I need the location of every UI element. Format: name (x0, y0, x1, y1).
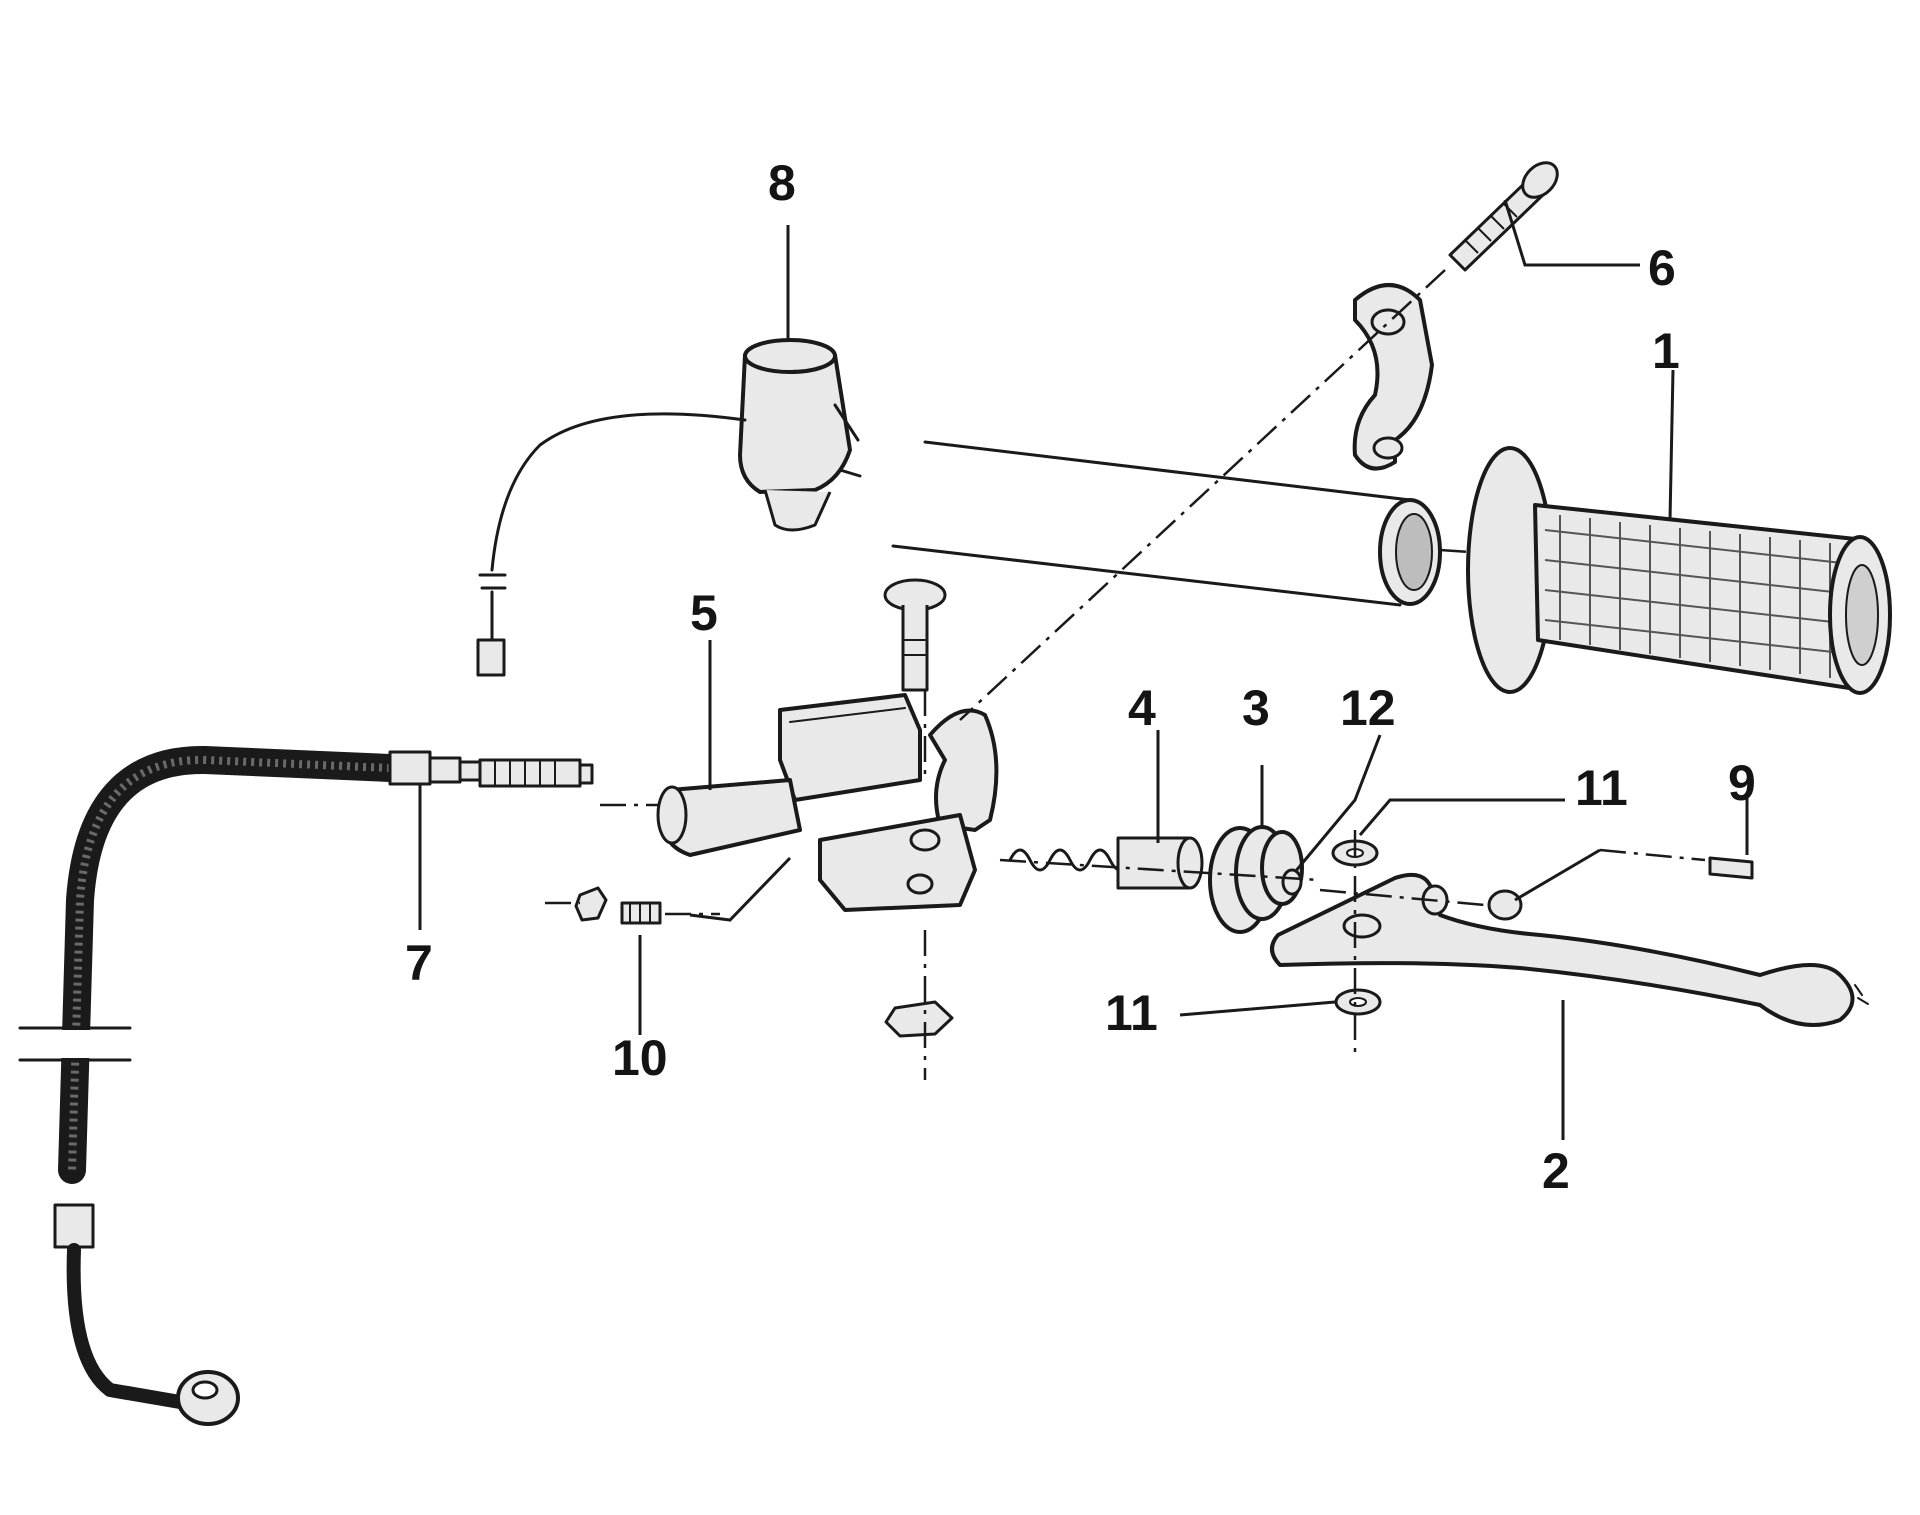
brake-hose-part (18, 745, 594, 1426)
piston-spring-part (1008, 836, 1204, 890)
handlebar-tube (891, 440, 1442, 607)
dust-boot-part (1208, 825, 1304, 934)
mount-nut-part (884, 1000, 954, 1038)
master-cylinder-part (656, 578, 999, 912)
callout-11-bottom: 11 (1105, 985, 1158, 1041)
callout-12: 12 (1340, 680, 1396, 736)
callout-2: 2 (1542, 1143, 1570, 1199)
set-screw-part (574, 886, 662, 925)
pivot-screw-part (1708, 856, 1754, 880)
callouts: 1 2 3 4 5 6 7 8 9 10 11 11 12 (405, 155, 1756, 1199)
callout-7: 7 (405, 935, 433, 991)
grip-part (1466, 446, 1892, 695)
callout-6: 6 (1648, 240, 1676, 296)
clamp-cap-part (1352, 283, 1434, 471)
callout-9: 9 (1728, 755, 1756, 811)
callout-3: 3 (1242, 680, 1270, 736)
switch-part (476, 338, 862, 677)
callout-11-top: 11 (1575, 760, 1628, 816)
assembly-axes (545, 269, 1706, 1080)
leader-lines (418, 199, 1749, 1140)
lever-part (1270, 873, 1869, 1027)
washer-bottom-part (1334, 988, 1382, 1016)
callout-4: 4 (1128, 680, 1156, 736)
callout-8: 8 (768, 155, 796, 211)
callout-1: 1 (1652, 323, 1680, 379)
pivot-nut-part (1487, 889, 1523, 921)
callout-5: 5 (690, 585, 718, 641)
callout-10: 10 (612, 1030, 668, 1086)
pushrod-part (1281, 868, 1303, 896)
clamp-screw-part (1448, 161, 1559, 272)
